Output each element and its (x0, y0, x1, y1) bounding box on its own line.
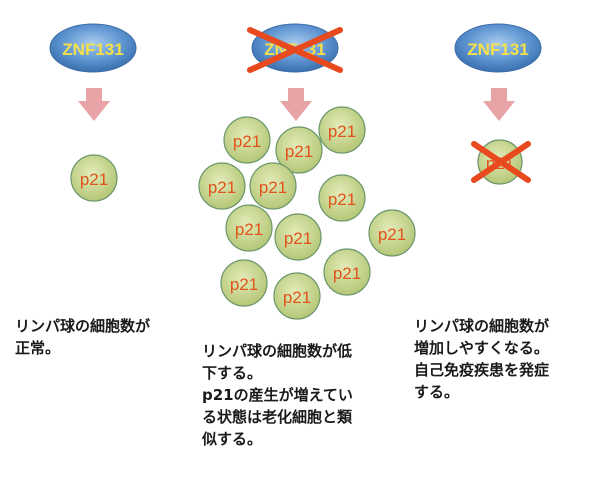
p21-label: p21 (328, 190, 356, 209)
caption-decrease: リンパ球の細胞数が低 下する。 p21の産生が増えてい る状態は老化細胞と類 似… (202, 340, 353, 450)
znf131-label: ZNF131 (467, 40, 528, 59)
down-arrow (280, 88, 312, 121)
p21-label: p21 (235, 220, 263, 239)
p21-label: p21 (208, 178, 236, 197)
p21-label: p21 (233, 132, 261, 151)
down-arrow (78, 88, 110, 121)
p21-cell: p21 (323, 248, 371, 296)
caption-line: リンパ球の細胞数が (414, 317, 550, 335)
column-3: ZNF131 p21 (454, 23, 542, 185)
znf131-label: ZNF131 (62, 40, 123, 59)
caption-normal: リンパ球の細胞数が 正常。 (15, 315, 150, 359)
p21-label: p21 (230, 275, 258, 294)
p21-cell: p21 (70, 154, 118, 202)
p21-label: p21 (333, 264, 361, 283)
p21-label: p21 (328, 122, 356, 141)
caption-line: p21の産生が増えてい (202, 386, 353, 404)
caption-line: 正常。 (15, 339, 61, 357)
p21-label: p21 (284, 229, 312, 248)
p21-label: p21 (283, 288, 311, 307)
p21-label: p21 (80, 170, 108, 189)
cross-mark (471, 141, 531, 183)
p21-cell: p21 (273, 272, 321, 320)
caption-line: 下する。 (202, 364, 263, 382)
p21-label: p21 (378, 225, 406, 244)
znf131-node-crossed: ZNF131 (247, 23, 343, 73)
caption-increase: リンパ球の細胞数が 増加しやすくなる。 自己免疫疾患を発症 する。 (414, 315, 549, 403)
p21-label: p21 (285, 142, 313, 161)
down-arrow (483, 88, 515, 121)
p21-label: p21 (259, 178, 287, 197)
p21-cell: p21 (220, 259, 268, 307)
p21-cell: p21 (249, 162, 297, 210)
caption-line: 似する。 (202, 430, 263, 448)
znf131-node: ZNF131 (454, 23, 542, 73)
caption-line: リンパ球の細胞数が低 (202, 342, 353, 360)
p21-cell: p21 (318, 174, 366, 222)
p21-cell-crossed: p21 (471, 139, 531, 185)
p21-cell: p21 (318, 106, 366, 154)
p21-cell: p21 (223, 116, 271, 164)
caption-line: 増加しやすくなる。 (414, 339, 549, 357)
column-2: ZNF131 p21 p21 p21 p21 p21 (198, 23, 416, 320)
p21-cell: p21 (225, 204, 273, 252)
p21-cell: p21 (368, 209, 416, 257)
znf131-node: ZNF131 (49, 23, 137, 73)
column-1: ZNF131 p21 (49, 23, 137, 202)
p21-cell: p21 (198, 162, 246, 210)
caption-line: リンパ球の細胞数が (15, 317, 151, 335)
p21-cell: p21 (274, 213, 322, 261)
caption-line: する。 (414, 383, 460, 401)
caption-line: 自己免疫疾患を発症 (414, 361, 550, 379)
p21-cell: p21 (275, 126, 323, 174)
cross-mark (247, 27, 343, 73)
caption-line: る状態は老化細胞と類 (202, 408, 353, 426)
